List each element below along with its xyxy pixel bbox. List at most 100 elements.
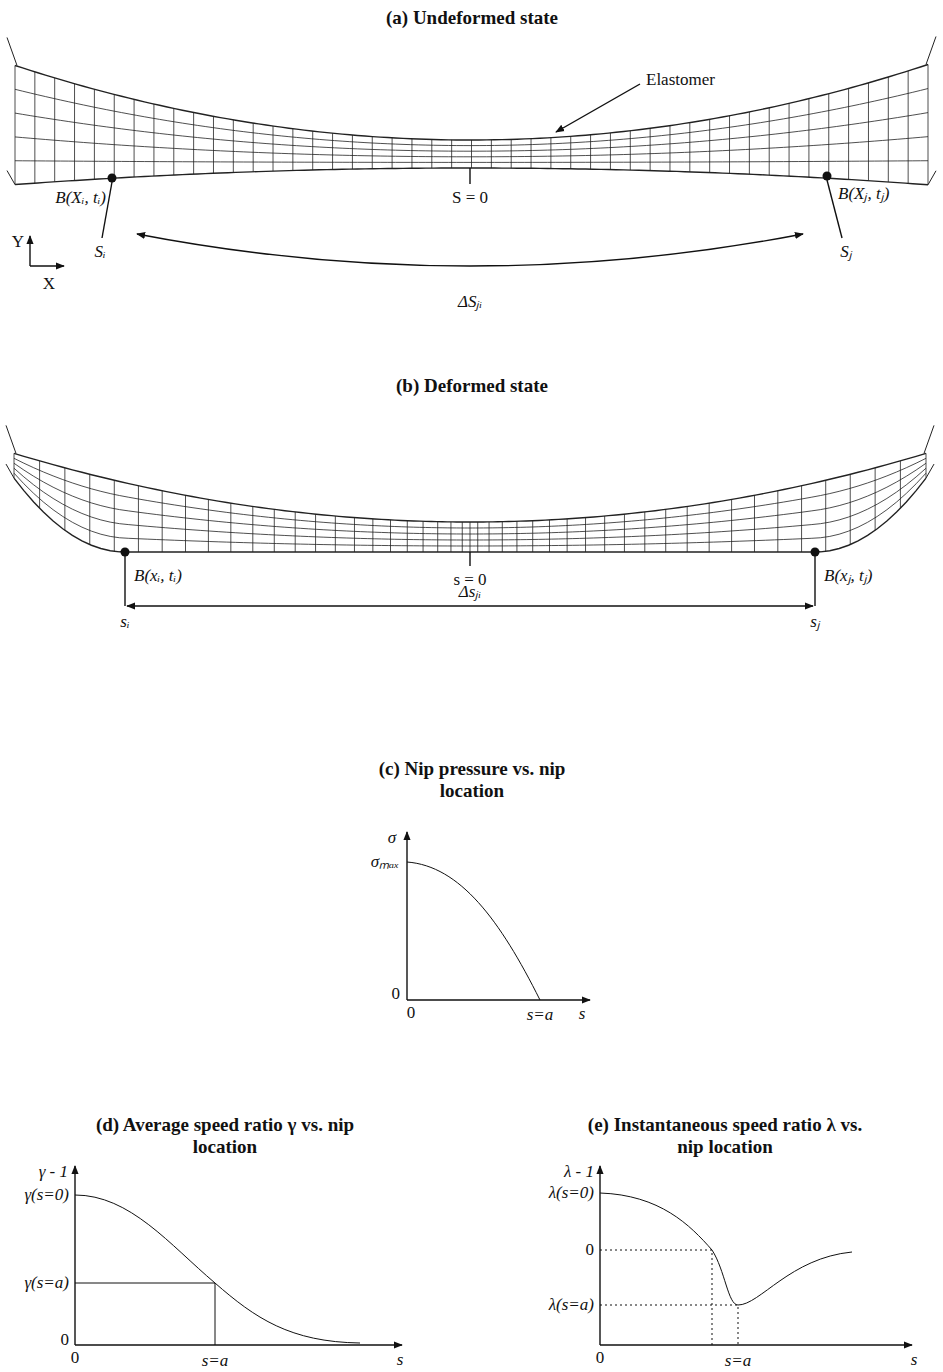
figure-label: 0 (596, 1348, 605, 1368)
figure-label: γ(s=a) (24, 1273, 69, 1293)
mesh-line (868, 83, 869, 181)
mesh-line (754, 495, 755, 552)
mesh-line (604, 516, 605, 552)
mesh-line (295, 512, 296, 552)
d-y-axis (74, 1166, 75, 1345)
mesh-line (928, 64, 929, 184)
mesh-line (39, 461, 40, 508)
mesh-line (312, 131, 313, 170)
figure-label: s=a (202, 1351, 229, 1371)
mesh-line (14, 453, 926, 522)
figure-label: X (43, 274, 55, 294)
mesh-line (411, 139, 412, 168)
mesh-line (687, 506, 688, 552)
mesh-line (451, 140, 452, 168)
material-point (108, 174, 117, 183)
mesh-line (709, 119, 710, 172)
length-arrow (127, 605, 813, 606)
mesh-line (567, 519, 568, 552)
figure-label: sᵢ (120, 612, 129, 632)
figure-label: σₘₐₓ (371, 852, 399, 872)
mesh-line (531, 139, 532, 169)
mesh-line (162, 491, 163, 552)
mesh-line (825, 480, 826, 551)
figure-label: σ (388, 828, 396, 848)
mesh-line (213, 116, 214, 173)
figure-label: sⱼ (810, 612, 820, 632)
figure-label: λ(s=a) (549, 1295, 594, 1315)
wall-line (7, 171, 15, 185)
si-line (124, 552, 125, 606)
x-axis-arrow (30, 265, 64, 266)
mesh-line (489, 522, 490, 552)
mesh-line (471, 140, 472, 168)
zero-guide (600, 1250, 712, 1345)
mesh-line (450, 522, 451, 552)
figure-label: 0 (71, 1348, 80, 1368)
mesh-line (15, 168, 928, 185)
mesh-line (354, 518, 355, 552)
mesh-line (462, 522, 463, 552)
wall-line (924, 425, 934, 453)
e-x-axis (600, 1344, 912, 1345)
gamma-curve (75, 1195, 360, 1343)
mesh-line (173, 108, 174, 175)
mesh-line (610, 133, 611, 170)
mesh-line (352, 135, 353, 169)
figure-label: ΔSⱼᵢ (458, 292, 482, 312)
deformed-mesh (6, 425, 934, 552)
mesh-line (233, 120, 234, 173)
mesh-line (769, 108, 770, 175)
undeformed-mesh (7, 36, 936, 184)
figure-label: 0 (392, 984, 401, 1004)
wall-line (926, 464, 934, 478)
wall-line (6, 425, 16, 453)
mesh-line (665, 509, 666, 552)
mesh-line (252, 506, 253, 552)
c-x-axis (407, 999, 590, 1000)
mesh-line (511, 139, 512, 168)
mesh-line (437, 522, 438, 552)
mesh-line (273, 126, 274, 171)
mesh-line (15, 65, 16, 184)
mesh-line (64, 468, 65, 530)
figure-label: 0 (61, 1330, 70, 1350)
figure-label: Sⱼ (840, 242, 852, 262)
mesh-line (54, 78, 55, 182)
panel-title: (e) Instantaneous speed ratio λ vs. nip … (575, 1114, 875, 1158)
mesh-line (850, 474, 851, 544)
mesh-line (253, 123, 254, 172)
origin-tick (469, 168, 470, 184)
y-axis-arrow (29, 236, 30, 266)
mesh-line (431, 139, 432, 168)
mesh-line (477, 522, 478, 552)
mesh-line (669, 126, 670, 172)
mesh-line (926, 453, 927, 478)
mesh-line (392, 138, 393, 169)
mesh-line (423, 521, 424, 552)
mesh-line (550, 138, 551, 169)
mesh-line (689, 123, 690, 172)
mesh-line (14, 473, 926, 546)
mesh-line (630, 131, 631, 170)
wall-line (7, 37, 17, 65)
figure-label: λ(s=0) (549, 1183, 594, 1203)
mesh-line (14, 478, 926, 552)
figure-label: B(Xⱼ, tⱼ) (838, 184, 889, 204)
mesh-line (789, 103, 790, 176)
mesh-line (89, 474, 90, 544)
plots (30, 84, 912, 1345)
mesh-line (709, 503, 710, 552)
panel-title: (b) Deformed state (396, 375, 548, 397)
mesh-line (14, 468, 926, 540)
c-y-axis (406, 832, 407, 1000)
mesh-line (532, 521, 533, 552)
figure-label: s=a (725, 1351, 752, 1371)
mesh-line (74, 84, 75, 181)
gamma-guide (75, 1283, 215, 1345)
lambda-curve (600, 1193, 852, 1305)
arc-length-arrow (137, 234, 803, 266)
panel-title: (a) Undeformed state (386, 7, 558, 29)
mesh-line (908, 71, 909, 183)
mesh-line (332, 133, 333, 169)
